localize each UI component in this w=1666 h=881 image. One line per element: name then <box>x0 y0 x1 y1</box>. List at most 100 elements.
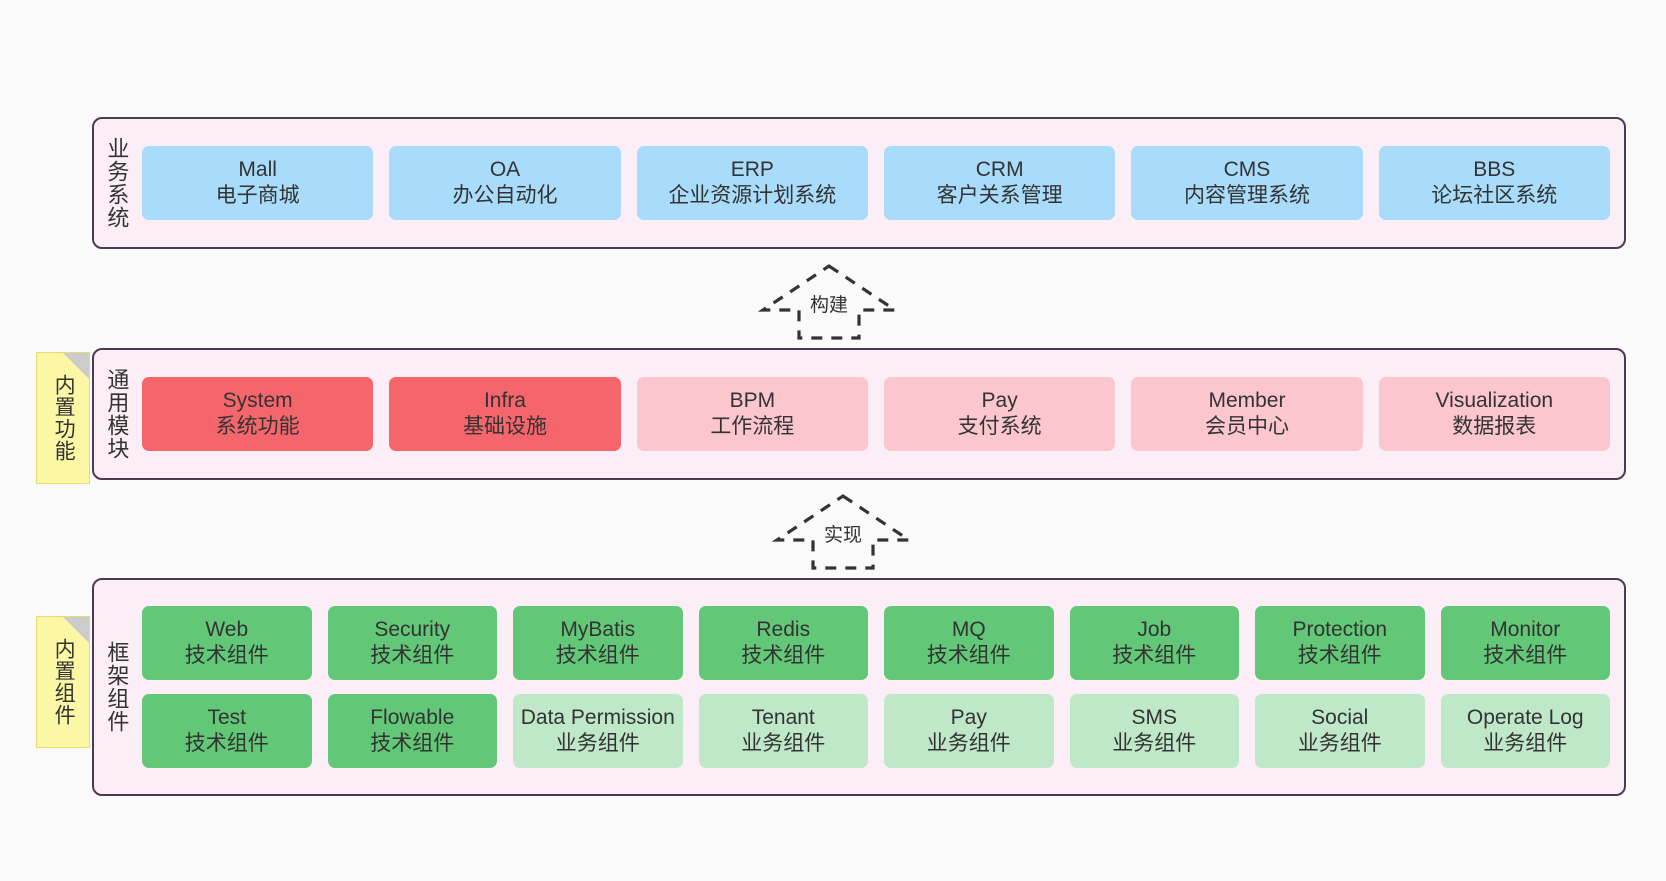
card-title: MyBatis <box>560 618 636 642</box>
folded-corner-icon <box>63 353 89 379</box>
card-subtitle: 技术组件 <box>370 644 455 667</box>
card-bpm[interactable]: BPM 工作流程 <box>636 377 868 451</box>
card-oa[interactable]: OA 办公自动化 <box>389 146 621 220</box>
layer-title-general-modules: 通用模块 <box>104 368 130 460</box>
card-test[interactable]: Test 技术组件 <box>142 694 312 768</box>
card-erp[interactable]: ERP 企业资源计划系统 <box>636 146 868 220</box>
card-monitor[interactable]: Monitor 技术组件 <box>1440 606 1610 680</box>
card-subtitle: 技术组件 <box>184 732 269 755</box>
card-subtitle: 电子商城 <box>215 184 300 207</box>
card-subtitle: 技术组件 <box>184 644 269 667</box>
card-title: Job <box>1137 618 1172 642</box>
card-subtitle: 支付系统 <box>957 415 1042 438</box>
card-subtitle: 会员中心 <box>1204 415 1289 438</box>
card-title: MQ <box>951 618 986 642</box>
card-subtitle: 技术组件 <box>555 644 640 667</box>
connector-label: 构建 <box>809 295 849 316</box>
card-title: BPM <box>729 389 776 413</box>
connector-label: 实现 <box>823 525 863 546</box>
card-web[interactable]: Web 技术组件 <box>142 606 312 680</box>
card-subtitle: 工作流程 <box>710 415 795 438</box>
card-cms[interactable]: CMS 内容管理系统 <box>1131 146 1363 220</box>
card-subtitle: 办公自动化 <box>452 184 558 207</box>
generalization-arrow-icon <box>771 494 915 570</box>
card-title: Pay <box>950 706 987 730</box>
layer-general-modules: 通用模块 System 系统功能 Infra 基础设施 BPM 工作流程 Pay… <box>92 348 1626 480</box>
card-row: System 系统功能 Infra 基础设施 BPM 工作流程 Pay 支付系统… <box>142 377 1610 451</box>
card-subtitle: 系统功能 <box>215 415 300 438</box>
card-operate-log[interactable]: Operate Log 业务组件 <box>1440 694 1610 768</box>
card-pay[interactable]: Pay 支付系统 <box>883 377 1116 451</box>
layer-title-business-systems: 业务系统 <box>104 137 130 229</box>
card-title: SMS <box>1131 706 1177 730</box>
card-subtitle: 数据报表 <box>1452 415 1537 438</box>
layer-body-framework-components: Web 技术组件 Security 技术组件 MyBatis 技术组件 Redi… <box>138 580 1624 794</box>
card-title: Social <box>1311 706 1369 730</box>
card-mq[interactable]: MQ 技术组件 <box>884 606 1054 680</box>
card-title: Tenant <box>751 706 815 730</box>
card-title: Test <box>207 706 246 730</box>
note-builtin-components: 内置组件 <box>36 616 90 748</box>
card-title: OA <box>489 158 521 182</box>
card-subtitle: 业务组件 <box>926 732 1011 755</box>
card-title: Security <box>374 618 451 642</box>
card-crm[interactable]: CRM 客户关系管理 <box>883 146 1116 220</box>
card-system[interactable]: System 系统功能 <box>142 377 374 451</box>
card-title: Infra <box>483 389 526 413</box>
card-subtitle: 企业资源计划系统 <box>668 184 837 207</box>
connector-implement: 实现 <box>771 492 915 570</box>
card-title: Operate Log <box>1466 706 1584 730</box>
card-mall[interactable]: Mall 电子商城 <box>142 146 374 220</box>
card-title: Redis <box>756 618 811 642</box>
card-subtitle: 业务组件 <box>741 732 826 755</box>
card-member[interactable]: Member 会员中心 <box>1131 377 1363 451</box>
card-subtitle: 技术组件 <box>1112 644 1197 667</box>
card-bbs[interactable]: BBS 论坛社区系统 <box>1378 146 1610 220</box>
card-title: CRM <box>975 158 1024 182</box>
note-builtin-functions: 内置功能 <box>36 352 90 484</box>
card-subtitle: 技术组件 <box>370 732 455 755</box>
card-data-permission[interactable]: Data Permission 业务组件 <box>513 694 683 768</box>
card-redis[interactable]: Redis 技术组件 <box>698 606 868 680</box>
card-pay-component[interactable]: Pay 业务组件 <box>884 694 1054 768</box>
card-title: ERP <box>730 158 774 182</box>
layer-title-framework-components: 框架组件 <box>104 641 130 733</box>
card-visualization[interactable]: Visualization 数据报表 <box>1378 377 1610 451</box>
card-security[interactable]: Security 技术组件 <box>327 606 497 680</box>
note-label: 内置功能 <box>52 374 76 462</box>
card-job[interactable]: Job 技术组件 <box>1069 606 1239 680</box>
card-infra[interactable]: Infra 基础设施 <box>389 377 621 451</box>
card-title: Member <box>1208 389 1286 413</box>
card-subtitle: 技术组件 <box>1297 644 1382 667</box>
card-title: Web <box>205 618 249 642</box>
card-protection[interactable]: Protection 技术组件 <box>1255 606 1425 680</box>
card-title: Visualization <box>1435 389 1554 413</box>
folded-corner-icon <box>63 617 89 643</box>
layer-body-business-systems: Mall 电子商城 OA 办公自动化 ERP 企业资源计划系统 CRM 客户关系… <box>138 119 1624 247</box>
card-row: Mall 电子商城 OA 办公自动化 ERP 企业资源计划系统 CRM 客户关系… <box>142 146 1610 220</box>
card-sms[interactable]: SMS 业务组件 <box>1069 694 1239 768</box>
card-flowable[interactable]: Flowable 技术组件 <box>327 694 497 768</box>
card-title: BBS <box>1473 158 1516 182</box>
card-mybatis[interactable]: MyBatis 技术组件 <box>513 606 683 680</box>
card-tenant[interactable]: Tenant 业务组件 <box>698 694 868 768</box>
card-subtitle: 业务组件 <box>555 732 640 755</box>
card-title: Data Permission <box>520 706 675 730</box>
card-subtitle: 业务组件 <box>1483 732 1568 755</box>
card-title: System <box>222 389 293 413</box>
card-row: Web 技术组件 Security 技术组件 MyBatis 技术组件 Redi… <box>142 606 1610 680</box>
card-subtitle: 客户关系管理 <box>936 184 1063 207</box>
card-subtitle: 技术组件 <box>741 644 826 667</box>
card-title: CMS <box>1223 158 1271 182</box>
connector-build: 构建 <box>757 262 901 340</box>
layer-framework-components: 框架组件 Web 技术组件 Security 技术组件 MyBatis 技术组件… <box>92 578 1626 796</box>
card-row: Test 技术组件 Flowable 技术组件 Data Permission … <box>142 694 1610 768</box>
note-label: 内置组件 <box>52 638 76 726</box>
card-title: Mall <box>238 158 277 182</box>
card-title: Monitor <box>1490 618 1561 642</box>
card-social[interactable]: Social 业务组件 <box>1255 694 1425 768</box>
card-subtitle: 内容管理系统 <box>1183 184 1310 207</box>
card-subtitle: 基础设施 <box>462 415 547 438</box>
layer-business-systems: 业务系统 Mall 电子商城 OA 办公自动化 ERP 企业资源计划系统 CRM… <box>92 117 1626 249</box>
card-title: Pay <box>981 389 1018 413</box>
